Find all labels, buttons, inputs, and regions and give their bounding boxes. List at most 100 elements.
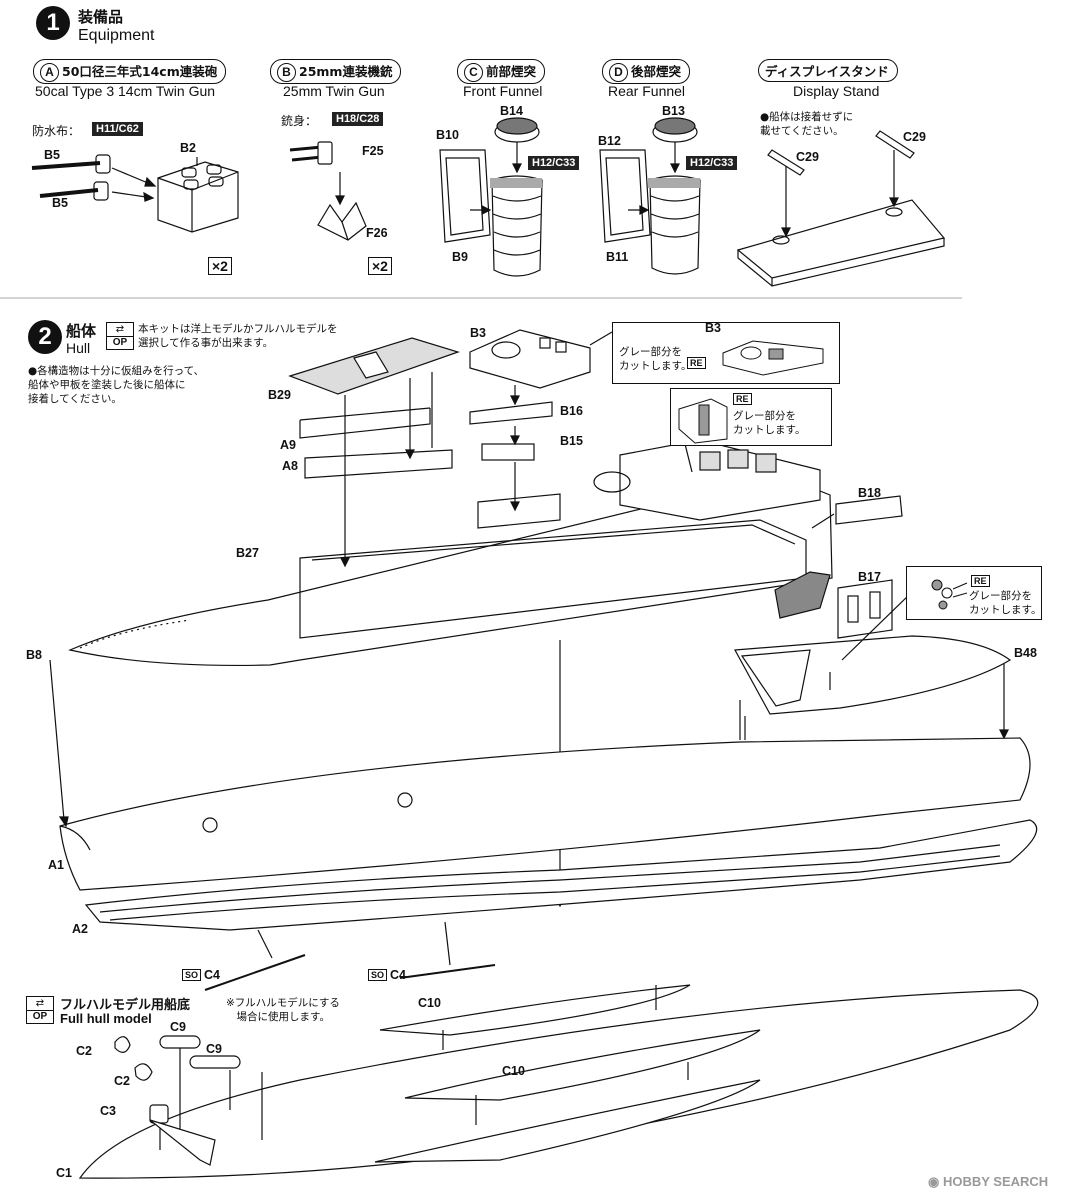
label-c2a: C2 bbox=[76, 1044, 92, 1058]
callout-b3-note: グレー部分を カットします。 bbox=[619, 346, 692, 372]
item-d-letter: D bbox=[609, 63, 628, 82]
label-b5b: B5 bbox=[52, 196, 68, 210]
label-b10: B10 bbox=[436, 128, 459, 142]
twin-gun-a-drawing bbox=[31, 154, 239, 233]
fullhull-title-jp: フルハルモデル用船底 bbox=[60, 998, 191, 1013]
label-b15: B15 bbox=[560, 434, 583, 448]
bridge-structure-drawing bbox=[469, 329, 591, 512]
item-a-jp: 50口径三年式14cm連装砲 bbox=[62, 64, 218, 79]
item-c-letter: C bbox=[464, 63, 483, 82]
main-deck-drawing bbox=[68, 439, 833, 908]
label-b2: B2 bbox=[180, 141, 196, 155]
option-icon-label: OP bbox=[112, 337, 128, 348]
gun-b-qty: ×2 bbox=[368, 257, 392, 275]
step-2-title-en: Hull bbox=[66, 340, 91, 356]
watermark: ◉ HOBBY SEARCH bbox=[928, 1174, 1048, 1190]
label-b48: B48 bbox=[1014, 646, 1037, 660]
label-c29b: C29 bbox=[903, 130, 926, 144]
barrel-label: 銃身： bbox=[281, 114, 318, 128]
callout-funnel-re: RE bbox=[733, 393, 752, 405]
option-icon-glyph: ⇄ bbox=[107, 323, 133, 337]
twin-gun-b-drawing bbox=[289, 141, 367, 241]
item-b-jp: 25mm連装機銃 bbox=[299, 64, 393, 79]
step-2-title-jp: 船体 bbox=[66, 322, 97, 340]
label-b11: B11 bbox=[606, 250, 629, 264]
callout-funnel-base: RE グレー部分を カットします。 bbox=[670, 388, 832, 446]
front-funnel-tag: H12/C33 bbox=[528, 156, 580, 170]
item-stand-title: ディスプレイスタンド bbox=[758, 59, 898, 82]
label-b14: B14 bbox=[500, 104, 523, 118]
label-b9: B9 bbox=[452, 250, 468, 264]
callout-b48-note: グレー部分を カットします。 bbox=[969, 590, 1042, 616]
label-c9b: C9 bbox=[206, 1042, 222, 1056]
label-c29a: C29 bbox=[796, 150, 819, 164]
step-1-title-jp: 装備品 bbox=[78, 8, 124, 26]
item-a-letter: A bbox=[40, 63, 59, 82]
fullhull-option-label: OP bbox=[32, 1011, 48, 1022]
label-b17: B17 bbox=[858, 570, 881, 584]
item-b-en: 25mm Twin Gun bbox=[283, 83, 385, 99]
fullhull-option-glyph: ⇄ bbox=[27, 997, 53, 1011]
label-b12: B12 bbox=[598, 134, 621, 148]
label-a9: A9 bbox=[280, 438, 296, 452]
display-stand-drawing bbox=[736, 130, 946, 287]
b18-part bbox=[835, 495, 903, 525]
label-c1: C1 bbox=[56, 1166, 72, 1180]
label-b3a: B3 bbox=[470, 326, 486, 340]
label-b5a: B5 bbox=[44, 148, 60, 162]
label-b13: B13 bbox=[662, 104, 685, 118]
stand-note: ●船体は接着せずに 載せてください。 bbox=[760, 111, 854, 137]
label-f25: F25 bbox=[362, 144, 384, 158]
front-funnel-drawing bbox=[439, 117, 543, 277]
callout-b48-drawing bbox=[931, 579, 968, 610]
step-1-title-en: Equipment bbox=[78, 27, 155, 44]
item-c-en: Front Funnel bbox=[463, 83, 543, 99]
label-a2: A2 bbox=[72, 922, 88, 936]
label-f26: F26 bbox=[366, 226, 388, 240]
callout-funnel-note: グレー部分を カットします。 bbox=[733, 410, 806, 436]
label-c10a: C10 bbox=[418, 996, 441, 1010]
label-b27: B27 bbox=[236, 546, 259, 560]
step-2-number: 2 bbox=[28, 320, 62, 354]
callout-funnel-drawing bbox=[678, 398, 728, 444]
callout-b48-re: RE bbox=[971, 575, 990, 587]
callout-b3-re: RE bbox=[687, 357, 706, 369]
label-b18: B18 bbox=[858, 486, 881, 500]
label-c4b: C4 bbox=[390, 968, 406, 982]
hull-drawing bbox=[49, 659, 1038, 931]
option-icon: ⇄ OP bbox=[106, 322, 134, 350]
callout-b3-drawing bbox=[722, 340, 824, 376]
watermark-text: HOBBY SEARCH bbox=[942, 1174, 1049, 1189]
callout-b3: B3 グレー部分を カットします。 RE bbox=[612, 321, 840, 384]
item-a-en: 50cal Type 3 14cm Twin Gun bbox=[35, 83, 216, 99]
item-stand-en: Display Stand bbox=[793, 83, 880, 99]
label-a8: A8 bbox=[282, 459, 298, 473]
watermark-icon: ◉ bbox=[928, 1174, 943, 1189]
item-c-jp: 前部煙突 bbox=[486, 64, 537, 79]
label-b16: B16 bbox=[560, 404, 583, 418]
label-a1: A1 bbox=[48, 858, 64, 872]
b17-part bbox=[837, 579, 893, 639]
so-badge-a: SO bbox=[182, 969, 202, 981]
label-c2b: C2 bbox=[114, 1074, 130, 1088]
assembly-note: ●各構造物は十分に仮組みを行って、 船体や甲板を塗装した後に船体に 接着してくだ… bbox=[28, 365, 205, 405]
item-b-letter: B bbox=[277, 63, 296, 82]
label-c9a: C9 bbox=[170, 1020, 186, 1034]
item-stand-jp: ディスプレイスタンド bbox=[765, 64, 889, 79]
callout-b48: RE グレー部分を カットします。 bbox=[906, 566, 1042, 620]
option-note: 本キットは洋上モデルかフルハルモデルを 選択して作る事が出来ます。 bbox=[138, 323, 338, 349]
step-1-number: 1 bbox=[36, 6, 70, 40]
label-c3: C3 bbox=[100, 1104, 116, 1118]
cover-paint-tag: H11/C62 bbox=[92, 122, 143, 136]
label-b29: B29 bbox=[268, 388, 291, 402]
label-b8: B8 bbox=[26, 648, 42, 662]
rear-funnel-tag: H12/C33 bbox=[686, 156, 738, 170]
item-d-jp: 後部煙突 bbox=[631, 64, 682, 79]
cover-label: 防水布： bbox=[32, 124, 81, 138]
item-d-en: Rear Funnel bbox=[608, 83, 686, 99]
